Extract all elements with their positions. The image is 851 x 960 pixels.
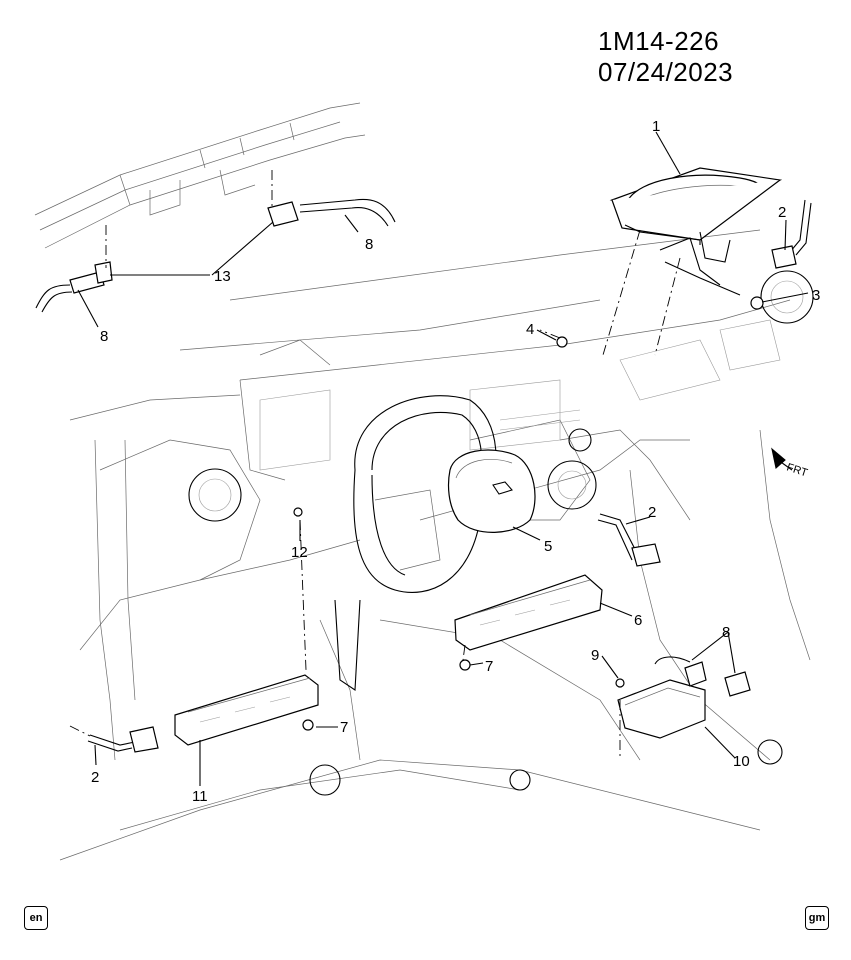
callout-1: 1 (652, 118, 660, 135)
leader-lines (77, 131, 809, 786)
callout-3: 3 (812, 287, 820, 304)
front-direction-label: FRT (785, 461, 809, 479)
callout-13: 13 (214, 268, 231, 285)
callout-10: 10 (733, 753, 750, 770)
callout-8-right: 8 (722, 624, 730, 641)
cross-car-beam (34, 102, 366, 249)
callout-6: 6 (634, 612, 642, 629)
locator-lines (69, 170, 681, 760)
knee-airbag-module-right (454, 574, 603, 651)
steering-wheel (334, 395, 497, 691)
front-direction-arrow: FRT (771, 447, 809, 479)
callout-11: 11 (192, 788, 208, 805)
callout-labels: 1 2 3 8 13 8 4 5 12 2 6 7 9 8 10 2 11 7 (91, 118, 820, 805)
callout-8-upper: 8 (365, 236, 373, 253)
callout-2-left: 2 (91, 769, 99, 786)
callout-4: 4 (526, 321, 534, 338)
callout-12: 12 (291, 544, 308, 561)
callout-7-left: 7 (340, 719, 348, 736)
language-badge[interactable]: en (24, 906, 48, 930)
gm-logo-badge: gm (805, 906, 829, 930)
driver-airbag-module (447, 449, 536, 533)
callout-5: 5 (544, 538, 552, 555)
callout-2-right: 2 (648, 504, 656, 521)
fasteners (293, 296, 764, 731)
passenger-airbag-module (609, 167, 783, 296)
sensing-diagnostic-module (617, 661, 751, 739)
callout-7-right: 7 (485, 658, 493, 675)
callout-2-upper-right: 2 (778, 204, 786, 221)
diagram-reference: 1M14-226 07/24/2023 (598, 26, 734, 87)
wiring-harnesses (35, 198, 812, 753)
callout-8-left: 8 (100, 328, 108, 345)
callout-9: 9 (591, 647, 599, 664)
instrument-panel (59, 229, 814, 861)
knee-airbag-module-left (174, 674, 319, 746)
